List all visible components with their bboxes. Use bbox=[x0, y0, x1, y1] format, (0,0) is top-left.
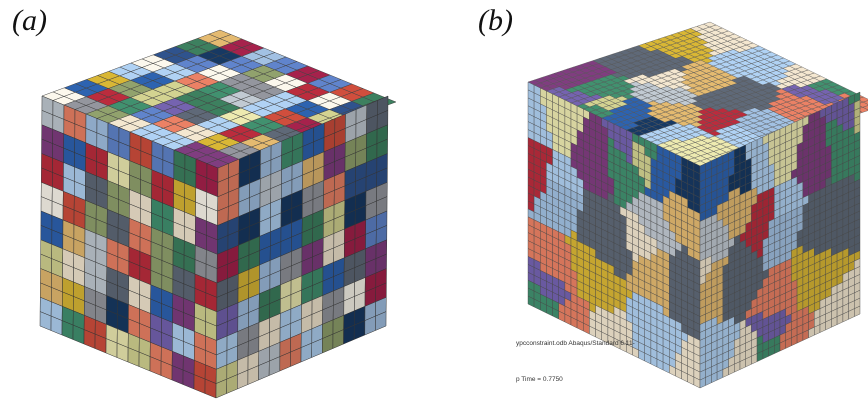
panel-label-b: (b) bbox=[478, 4, 513, 37]
step-time-caption: p Time = 0.7750 bbox=[516, 376, 563, 383]
panel-label-a: (a) bbox=[12, 4, 47, 37]
odb-file-caption: ypcconstraint.odb Abaqus/Standard 6.11- bbox=[516, 340, 635, 347]
grain-cube-b bbox=[527, 21, 868, 389]
right-face-grain-cell bbox=[854, 305, 861, 317]
top-face-grain-cell bbox=[862, 105, 868, 111]
right-face-cell bbox=[375, 311, 387, 331]
voxel-cube-a bbox=[39, 29, 397, 399]
